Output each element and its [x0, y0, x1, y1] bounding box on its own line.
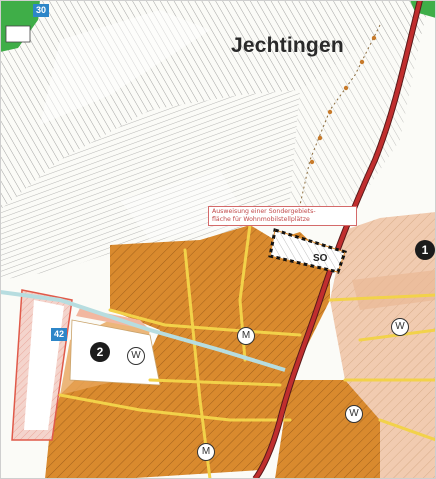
stream	[0, 290, 286, 372]
dotted-path	[299, 24, 381, 206]
mixed-area	[330, 212, 436, 479]
main-road	[252, 0, 423, 479]
zone-marker-m-center: M	[237, 327, 255, 345]
zone-marker-w-lower-right: W	[345, 405, 363, 423]
annotation-line-2: fläche für Wohnmobilstellplätze	[212, 216, 310, 224]
area-number-badge-1: 1	[415, 240, 435, 260]
planning-annotation: Ausweisung einer Sondergebiets- fläche f…	[208, 206, 357, 227]
zone-marker-w-right: W	[391, 318, 409, 336]
zone-marker-m-bottom: M	[197, 443, 215, 461]
town-label: Jechtingen	[231, 34, 344, 57]
zone-marker-w-left: W	[127, 347, 145, 365]
area-number-badge-2: 2	[90, 342, 110, 362]
zone-code-label: SO	[313, 253, 328, 264]
special-use-area	[268, 228, 347, 274]
blue-area-sign-top: 30	[33, 4, 49, 17]
blue-area-sign-left: 42	[51, 328, 67, 341]
annotation-line-1: Ausweisung einer Sondergebiets-	[212, 208, 316, 215]
